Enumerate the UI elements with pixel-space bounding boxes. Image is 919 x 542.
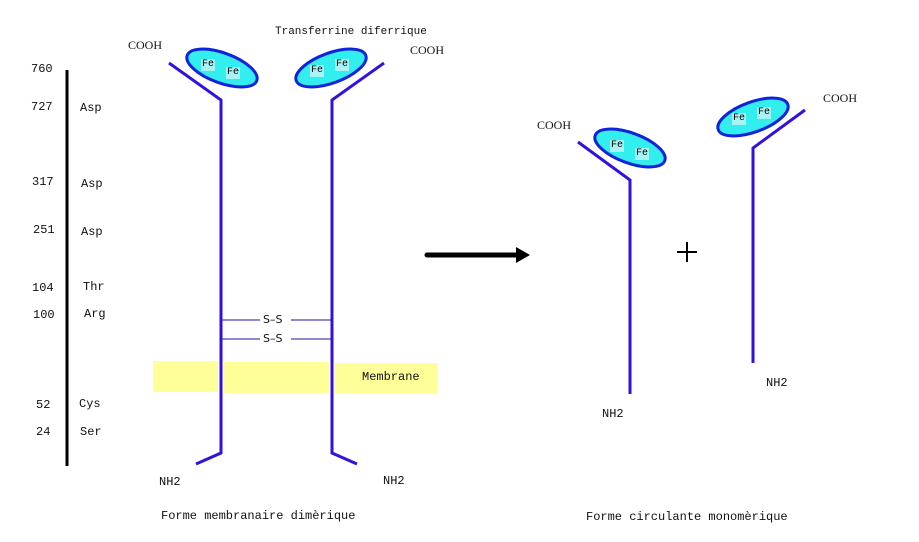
monomer-right-nh2: NH2: [766, 376, 788, 390]
iron-label: Fe: [201, 59, 216, 71]
monomer-caption: Forme circulante monomèrique: [586, 510, 788, 524]
reaction-arrow-head: [516, 247, 530, 263]
scale-residue-asp-317: Asp: [81, 177, 103, 191]
scale-number-251: 251: [33, 223, 55, 237]
membrane-label: Membrane: [362, 370, 420, 384]
scale-residue-cys: Cys: [79, 397, 101, 411]
dimer-cooh-right: COOH: [410, 43, 445, 57]
scale-number-317: 317: [32, 175, 54, 189]
membrane-band-right: [335, 363, 438, 394]
scale-residue-thr: Thr: [83, 280, 105, 294]
disulfide-label-1: S–S: [263, 313, 283, 326]
dimer-left-chain: [168, 61, 223, 466]
scale-number-760: 760: [31, 62, 53, 76]
dimer-nh2-right: NH2: [383, 474, 405, 488]
monomer-right-ellipse: [716, 96, 790, 138]
iron-label: Fe: [310, 65, 325, 77]
scale-number-727: 727: [31, 100, 53, 114]
monomer-right-cooh: COOH: [823, 91, 858, 105]
scale-number-104: 104: [32, 281, 54, 295]
diagram-title: Transferrine diferrique: [275, 26, 427, 38]
scale-residue-asp-251: Asp: [81, 225, 103, 239]
monomer-right-chain: [751, 108, 806, 363]
scale-number-100: 100: [33, 308, 55, 322]
scale-number-52: 52: [36, 398, 51, 412]
iron-label: Fe: [610, 140, 625, 152]
scale-residue-arg: Arg: [84, 307, 106, 321]
monomer-left-cooh: COOH: [537, 118, 572, 132]
transferrin-ellipse-left: [185, 47, 259, 89]
dimer-right-chain: [330, 61, 385, 466]
scale-number-24: 24: [36, 425, 51, 439]
scale-residue-asp-727: Asp: [80, 101, 102, 115]
iron-label: Fe: [757, 107, 772, 119]
dimer-nh2-left: NH2: [159, 475, 181, 489]
iron-label: Fe: [732, 113, 747, 125]
iron-label: Fe: [635, 148, 650, 160]
transferrin-ellipse-right: [294, 47, 368, 89]
membrane-band-left: [153, 361, 218, 392]
disulfide-label-2: S–S: [263, 332, 283, 345]
monomer-left-chain: [577, 140, 632, 394]
dimer-caption: Forme membranaire dimèrique: [161, 509, 356, 523]
monomer-left-nh2: NH2: [602, 407, 624, 421]
monomer-left-ellipse: [593, 127, 667, 169]
iron-label: Fe: [226, 67, 241, 79]
scale-residue-ser: Ser: [80, 425, 102, 439]
iron-label: Fe: [335, 59, 350, 71]
dimer-cooh-left: COOH: [128, 38, 163, 52]
membrane-band-middle: [224, 362, 329, 393]
